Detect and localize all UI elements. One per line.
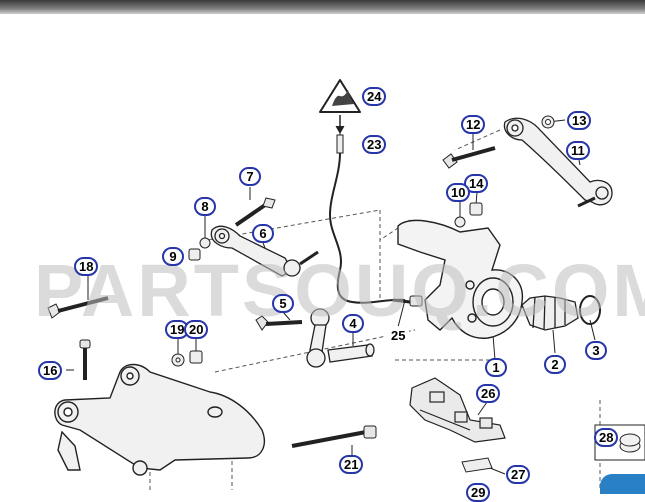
nut-14 [469,202,483,216]
rear-suspension-exploded-diagram [47,79,645,490]
callout-28[interactable]: 28 [594,428,619,447]
top-toolbar-strip [0,0,645,14]
callout-16[interactable]: 16 [38,361,63,380]
nut-20 [189,350,203,364]
nut-9 [188,248,201,261]
callout-12[interactable]: 12 [461,115,486,134]
washer-8 [199,237,211,249]
callout-13[interactable]: 13 [567,111,592,130]
callout-18[interactable]: 18 [74,257,99,276]
callout-7[interactable]: 7 [239,167,261,186]
lower-control-arm [54,363,266,476]
wheel-speed-sensor [328,115,406,304]
callout-8[interactable]: 8 [194,197,216,216]
cart-tab-icon[interactable] [600,474,645,494]
callout-3[interactable]: 3 [585,341,607,360]
callout-5[interactable]: 5 [272,294,294,313]
callout-26[interactable]: 26 [476,384,501,403]
washer-10 [454,216,466,228]
callout-24[interactable]: 24 [362,87,387,106]
guide-rod-6 [210,225,319,277]
callout-11[interactable]: 11 [566,141,590,160]
callout-23[interactable]: 23 [362,135,387,154]
warning-triangle-icon [319,79,361,113]
callout-10[interactable]: 10 [446,183,471,202]
link-4 [306,308,375,368]
callout-29[interactable]: 29 [466,483,491,502]
callout-2[interactable]: 2 [544,355,566,374]
callout-27[interactable]: 27 [506,465,531,484]
callout-21[interactable]: 21 [339,455,364,474]
bracket-assembly-26 [409,377,506,443]
bolt-5 [255,315,303,331]
bolt-18 [47,296,109,319]
callout-1[interactable]: 1 [485,358,507,377]
upper-control-arm-11 [503,117,613,208]
wheel-carrier-1 [397,219,524,339]
callout-25[interactable]: 25 [386,326,411,345]
callout-4[interactable]: 4 [342,314,364,333]
bolt-16 [79,339,91,380]
bolt-7 [234,197,276,227]
washer-19 [171,353,185,367]
bolt-12 [442,146,496,169]
callout-9[interactable]: 9 [162,247,184,266]
small-bolt-25 [392,295,423,307]
callout-20[interactable]: 20 [184,320,209,339]
bolt-21 [291,425,377,448]
cv-joint-2 [521,295,579,331]
nut-13 [541,115,555,129]
snap-ring-3 [579,295,601,325]
callout-6[interactable]: 6 [252,224,274,243]
clip-27 [461,457,493,473]
